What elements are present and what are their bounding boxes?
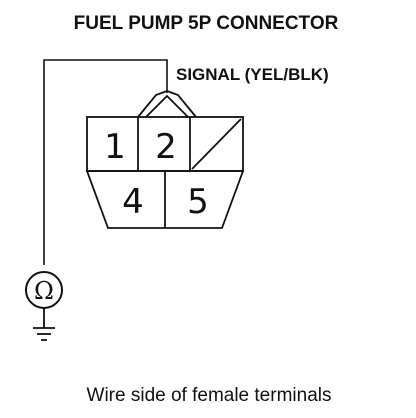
ohmmeter-icon: Ω	[25, 271, 63, 309]
signal-label: SIGNAL (YEL/BLK)	[176, 65, 329, 84]
ground-symbol-icon	[33, 308, 55, 341]
pin-label-1: 1	[104, 127, 126, 167]
pin-label-2: 2	[155, 127, 177, 167]
diagram-title: FUEL PUMP 5P CONNECTOR	[74, 13, 339, 34]
pin-label-4: 4	[122, 182, 144, 222]
connector-body	[85, 90, 245, 229]
blank-cavity-slash	[191, 118, 242, 170]
connector-lock-tab	[137, 90, 197, 118]
ohm-symbol: Ω	[34, 277, 54, 305]
probe-wire	[43, 59, 168, 265]
connector-bottom-row	[85, 170, 245, 229]
pin-label-5: 5	[187, 182, 209, 222]
diagram-caption: Wire side of female terminals	[87, 385, 332, 406]
